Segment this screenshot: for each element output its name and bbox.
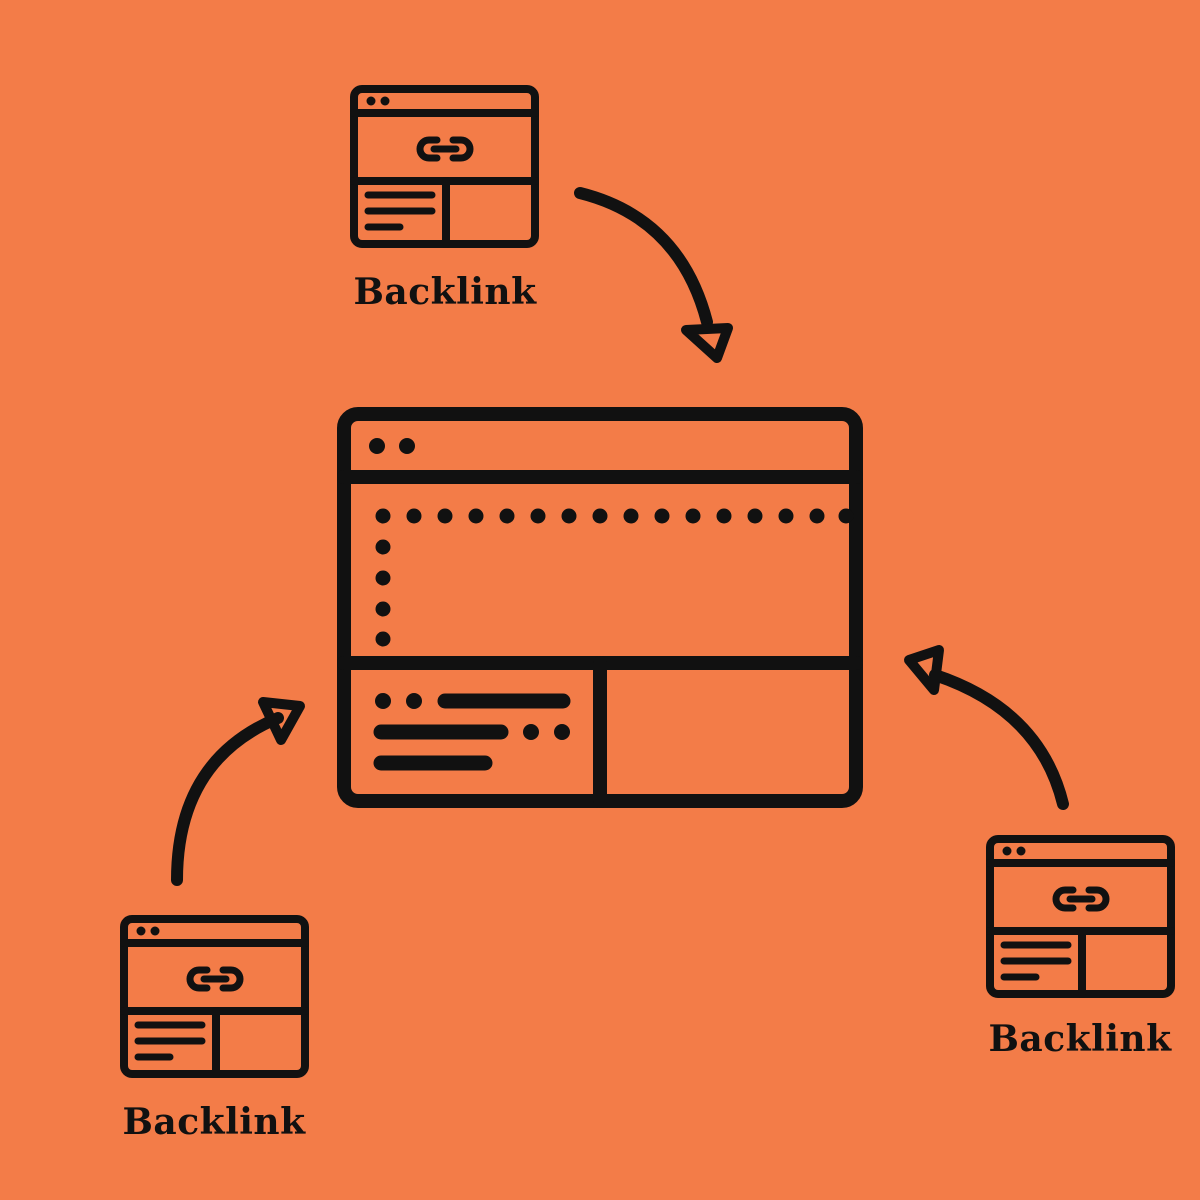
backlink-window-top <box>350 85 539 248</box>
text-lines-block <box>373 693 571 771</box>
link-icon <box>1052 886 1110 912</box>
link-icon <box>416 136 474 162</box>
backlink-window-left <box>120 915 309 1078</box>
text-line-dots <box>375 693 570 740</box>
backlink-label-top: Backlink <box>353 271 537 313</box>
backlink-label-right: Backlink <box>988 1018 1172 1060</box>
backlink-window-right <box>986 835 1175 998</box>
main-website-window <box>337 407 863 808</box>
link-icon <box>186 966 244 992</box>
window-control-dots <box>369 438 415 454</box>
dotted-content-outline <box>375 508 854 647</box>
arrow-top-to-center <box>574 187 733 363</box>
arrow-left-to-center <box>171 697 305 886</box>
backlink-label-left: Backlink <box>122 1101 306 1143</box>
arrow-right-to-center <box>904 645 1069 810</box>
